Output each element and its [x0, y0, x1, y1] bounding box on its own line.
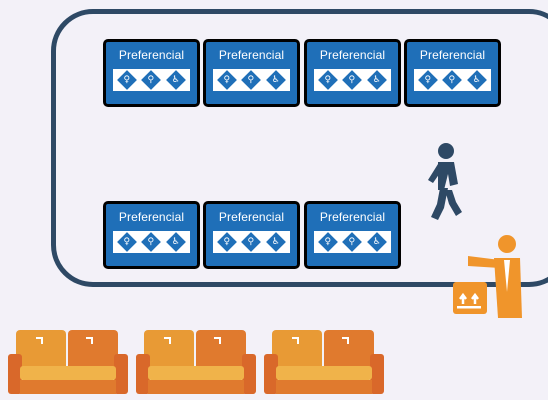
sign-label: Preferencial	[218, 210, 285, 224]
elderly-icon: ⚲	[442, 70, 463, 90]
preferential-sign: Preferencial ♀ ⚲ ♿	[304, 39, 401, 107]
preferential-sign: Preferencial ♀ ⚲ ♿	[203, 201, 300, 269]
pregnant-icon: ♀	[117, 232, 138, 252]
wheelchair-icon: ♿	[366, 232, 387, 252]
sign-label: Preferencial	[319, 210, 386, 224]
wheelchair-icon: ♿	[165, 232, 186, 252]
pregnant-icon: ♀	[217, 232, 238, 252]
sign-label: Preferencial	[419, 48, 486, 62]
elderly-icon: ⚲	[342, 70, 363, 90]
delivery-worker-icon	[453, 235, 522, 318]
preferential-sign: Preferencial ♀ ⚲ ♿	[404, 39, 501, 107]
wheelchair-icon: ♿	[366, 70, 387, 90]
box-icon	[453, 282, 487, 314]
sign-icon-strip: ♀ ⚲ ♿	[414, 69, 491, 91]
sign-label: Preferencial	[118, 210, 185, 224]
wheelchair-icon: ♿	[466, 70, 487, 90]
preferential-sign: Preferencial ♀ ⚲ ♿	[203, 39, 300, 107]
pregnant-icon: ♀	[318, 70, 339, 90]
wheelchair-icon: ♿	[165, 70, 186, 90]
pregnant-icon: ♀	[318, 232, 339, 252]
sign-icon-strip: ♀ ⚲ ♿	[314, 231, 391, 253]
sign-label: Preferencial	[319, 48, 386, 62]
sign-icon-strip: ♀ ⚲ ♿	[113, 69, 190, 91]
sign-icon-strip: ♀ ⚲ ♿	[213, 231, 290, 253]
elderly-icon: ⚲	[241, 232, 262, 252]
preferential-sign: Preferencial ♀ ⚲ ♿	[103, 201, 200, 269]
walking-person-icon	[428, 143, 462, 220]
sofa-icon	[8, 330, 128, 394]
wheelchair-icon: ♿	[265, 232, 286, 252]
preferential-sign: Preferencial ♀ ⚲ ♿	[304, 201, 401, 269]
pregnant-icon: ♀	[418, 70, 439, 90]
preferential-sign: Preferencial ♀ ⚲ ♿	[103, 39, 200, 107]
pregnant-icon: ♀	[117, 70, 138, 90]
sign-icon-strip: ♀ ⚲ ♿	[314, 69, 391, 91]
sign-icon-strip: ♀ ⚲ ♿	[213, 69, 290, 91]
elderly-icon: ⚲	[141, 70, 162, 90]
elderly-icon: ⚲	[141, 232, 162, 252]
elderly-icon: ⚲	[241, 70, 262, 90]
sign-label: Preferencial	[118, 48, 185, 62]
sofa-icon	[264, 330, 384, 394]
sign-icon-strip: ♀ ⚲ ♿	[113, 231, 190, 253]
sofa-icon	[136, 330, 256, 394]
waiting-room-outline	[51, 9, 548, 287]
pregnant-icon: ♀	[217, 70, 238, 90]
elderly-icon: ⚲	[342, 232, 363, 252]
sign-label: Preferencial	[218, 48, 285, 62]
wheelchair-icon: ♿	[265, 70, 286, 90]
